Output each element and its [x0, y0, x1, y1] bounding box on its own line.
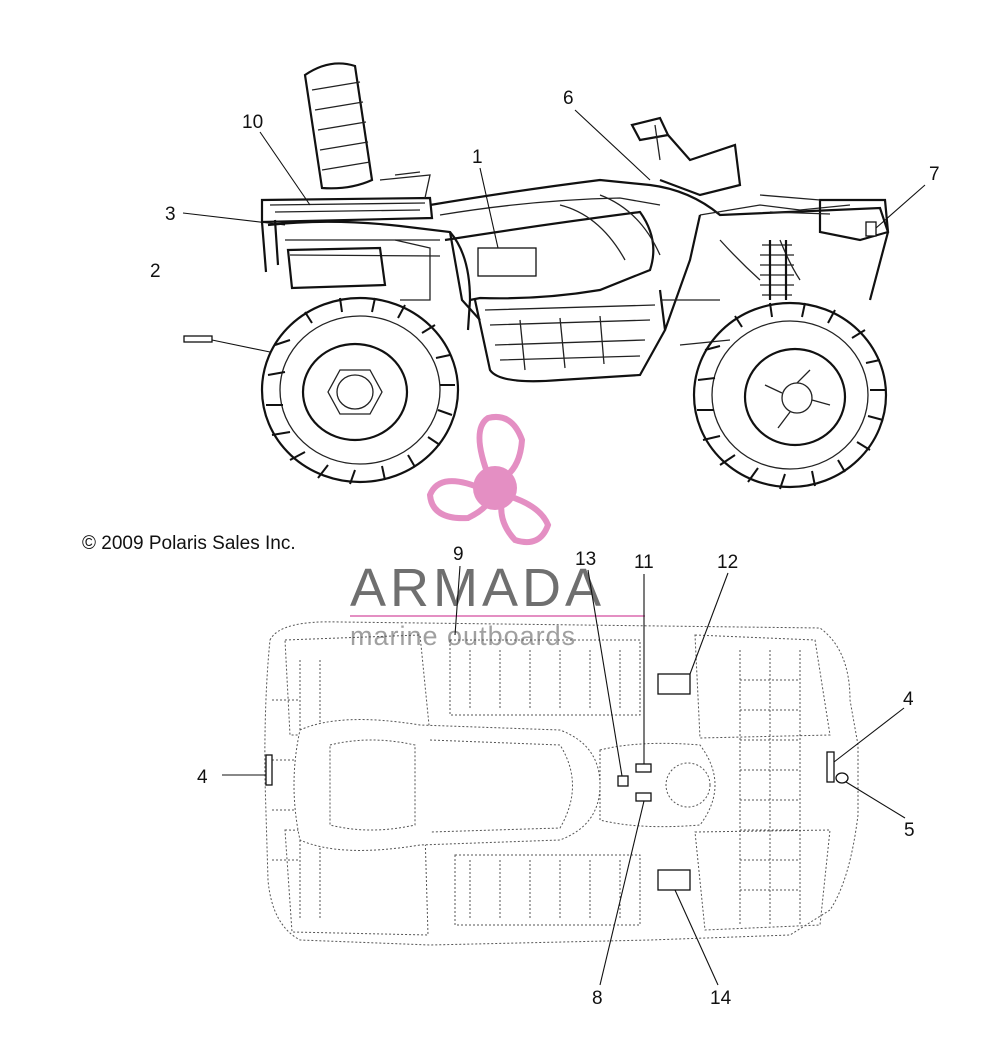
callout-4-right: 4 [903, 689, 914, 710]
callout-13: 13 [575, 549, 596, 570]
callout-3: 3 [165, 204, 176, 225]
callout-12: 12 [717, 552, 738, 573]
decal-12 [657, 673, 691, 695]
handlebars [630, 116, 742, 197]
leader-lines [182, 109, 926, 986]
callout-10: 10 [242, 112, 263, 133]
decal-11 [635, 763, 652, 773]
atv-top-view [264, 621, 859, 946]
frame [448, 214, 731, 346]
callout-8: 8 [592, 988, 603, 1009]
copyright-notice: © 2009 Polaris Sales Inc. [82, 533, 296, 554]
callout-6: 6 [563, 88, 574, 109]
decal-7-front [865, 221, 877, 237]
main-body [429, 178, 890, 302]
propeller-hub-icon [473, 466, 517, 510]
watermark-brand: ARMADA [350, 558, 605, 618]
atv-side-view [183, 62, 890, 490]
rear-rack [260, 171, 434, 273]
decal-4-rear [265, 754, 273, 786]
decal-1-side-panel [477, 247, 537, 277]
decal-2-loose [183, 335, 213, 343]
propeller-icon [426, 414, 552, 546]
callout-5: 5 [904, 820, 915, 841]
front-wheel [692, 301, 888, 490]
decal-4-front [826, 751, 835, 783]
callout-9: 9 [453, 544, 464, 565]
callout-labels: 1 2 3 4 4 5 6 7 8 9 10 11 12 13 14 [150, 88, 940, 1009]
decal-13 [617, 775, 629, 787]
watermark-logo: ARMADA marine outboards [350, 414, 645, 651]
callout-4-left: 4 [197, 767, 208, 788]
callout-1: 1 [472, 147, 483, 168]
footwell [473, 289, 667, 383]
callout-7: 7 [929, 164, 940, 185]
callout-14: 14 [710, 988, 732, 1009]
seat-backrest [303, 62, 374, 190]
rear-wheel [260, 296, 460, 485]
decal-14 [657, 869, 691, 891]
callout-11: 11 [634, 552, 654, 573]
watermark-tagline: marine outboards [350, 621, 576, 651]
decal-5 [835, 772, 849, 784]
decal-8 [635, 792, 652, 802]
rear-fender [267, 220, 472, 331]
front-suspension [760, 240, 794, 300]
top-seat [293, 719, 601, 851]
callout-2: 2 [150, 261, 161, 282]
